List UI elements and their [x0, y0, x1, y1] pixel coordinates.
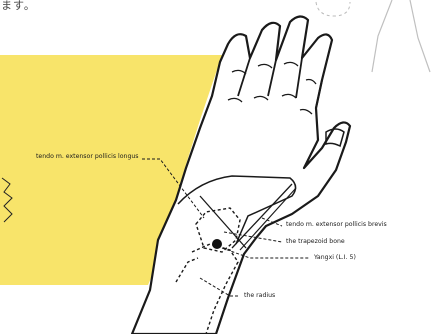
label-trapezoid-bone: the trapezoid bone	[286, 239, 345, 245]
yangxi-point	[212, 239, 222, 249]
sketch-line-right	[410, 0, 430, 72]
label-extensor-longus: tendo m. extensor pollicis longus	[36, 154, 139, 160]
label-extensor-brevis: tendo m. extensor pollicis brevis	[286, 222, 387, 228]
dashed-circle-arc	[316, 2, 350, 16]
sketch-line-left	[372, 0, 392, 72]
label-radius: the radius	[244, 293, 275, 299]
label-yangxi: Yangxi (L.I. 5)	[314, 255, 356, 261]
